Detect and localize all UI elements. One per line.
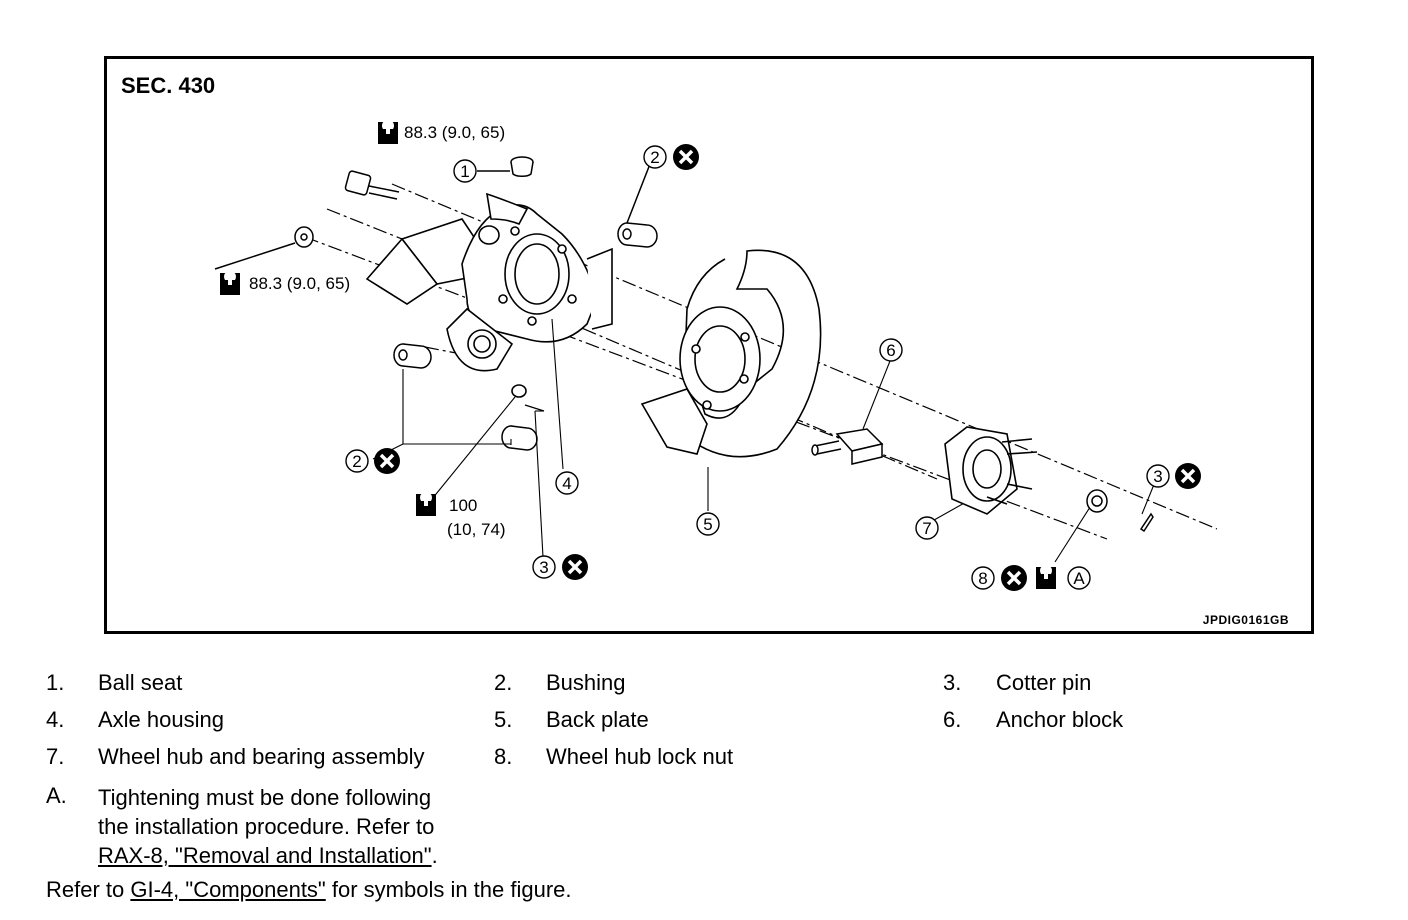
legend-text: Bushing xyxy=(546,670,626,695)
legend-num: 5. xyxy=(494,707,513,732)
legend-text: Cotter pin xyxy=(996,670,1092,695)
callout-8: 8 xyxy=(971,566,995,590)
callout-3: 3 xyxy=(532,555,556,579)
footer-suffix: for symbols in the figure. xyxy=(325,877,572,902)
legend-text: Axle housing xyxy=(98,707,224,732)
note-text: Tightening must be done following the in… xyxy=(98,783,438,870)
callout-2: 2 xyxy=(345,449,369,473)
note-label: A. xyxy=(46,783,67,808)
anchor-block xyxy=(811,428,884,465)
svg-text:A: A xyxy=(1073,569,1085,588)
legend-num: 6. xyxy=(943,707,962,732)
cotter-pin xyxy=(1139,512,1154,533)
svg-text:2: 2 xyxy=(352,452,361,471)
legend-text: Wheel hub and bearing assembly xyxy=(98,744,425,769)
torque-value: 88.3 (9.0, 65) xyxy=(404,123,506,142)
axle-housing xyxy=(365,192,613,398)
legend-num: 8. xyxy=(494,744,513,769)
note-period: . xyxy=(431,843,438,868)
legend-num: 3. xyxy=(943,670,962,695)
svg-text:6: 6 xyxy=(886,341,895,360)
callout-7: 7 xyxy=(915,516,939,540)
axis-line xyxy=(391,183,1218,530)
torque-value: 88.3 (9.0, 65) xyxy=(249,274,351,293)
bushing xyxy=(393,343,432,369)
footer-note: Refer to GI-4, "Components" for symbols … xyxy=(46,877,572,903)
svg-text:5: 5 xyxy=(703,515,712,534)
lock-nut xyxy=(1086,489,1108,513)
replace-icon xyxy=(560,552,590,582)
replace-icon xyxy=(372,446,402,476)
callout-6: 6 xyxy=(879,338,903,362)
svg-text:3: 3 xyxy=(539,558,548,577)
torque-value: 100 xyxy=(449,496,478,515)
legend-text: Back plate xyxy=(546,707,649,732)
components-link[interactable]: GI-4, "Components" xyxy=(130,877,326,902)
svg-text:2: 2 xyxy=(650,148,659,167)
bolt xyxy=(344,170,400,200)
torque-icon xyxy=(378,119,398,144)
note-line: Tightening must be done following xyxy=(98,785,432,810)
wheel-hub xyxy=(944,426,1038,515)
legend-num: 4. xyxy=(46,707,65,732)
replace-icon xyxy=(1173,461,1203,491)
figure-code: JPDIG0161GB xyxy=(1202,613,1289,627)
legend-text: Wheel hub lock nut xyxy=(546,744,734,769)
replace-icon xyxy=(671,142,701,172)
torque-icon xyxy=(1036,564,1056,589)
callout-4: 4 xyxy=(555,471,579,495)
legend-text: Ball seat xyxy=(98,670,183,695)
removal-installation-link[interactable]: RAX-8, "Removal and Installation" xyxy=(98,843,432,868)
exploded-diagram: SEC. 430 xyxy=(104,56,1314,634)
diagram-drawing: 1 2 2 3 3 4 5 6 7 8 A xyxy=(214,119,1218,593)
callout-2: 2 xyxy=(643,145,667,169)
svg-text:8: 8 xyxy=(978,569,987,588)
svg-text:4: 4 xyxy=(562,474,571,493)
callout-5: 5 xyxy=(696,512,720,536)
section-label: SEC. 430 xyxy=(121,73,216,98)
legend-num: 1. xyxy=(46,670,65,695)
callout-1: 1 xyxy=(453,159,477,183)
legend-num: 2. xyxy=(494,670,513,695)
svg-text:1: 1 xyxy=(460,162,469,181)
nut-left xyxy=(214,226,314,270)
bushing xyxy=(501,425,538,451)
callout-A: A xyxy=(1067,566,1091,590)
ball-seat xyxy=(477,156,534,177)
torque-value: (10, 74) xyxy=(447,520,506,539)
legend-text: Anchor block xyxy=(996,707,1124,732)
callout-3: 3 xyxy=(1146,464,1170,488)
note-line: RAX-8, "Removal and Installation". xyxy=(98,841,438,870)
bushing xyxy=(617,163,658,248)
cotter-pin xyxy=(524,404,545,412)
note-line: the installation procedure. Refer to xyxy=(98,814,435,839)
footer-prefix: Refer to xyxy=(46,877,131,902)
svg-text:7: 7 xyxy=(922,519,931,538)
torque-icon xyxy=(416,491,436,516)
legend-num: 7. xyxy=(46,744,65,769)
back-plate xyxy=(640,249,822,458)
torque-icon xyxy=(220,270,240,295)
svg-text:3: 3 xyxy=(1153,467,1162,486)
replace-icon xyxy=(999,563,1029,593)
